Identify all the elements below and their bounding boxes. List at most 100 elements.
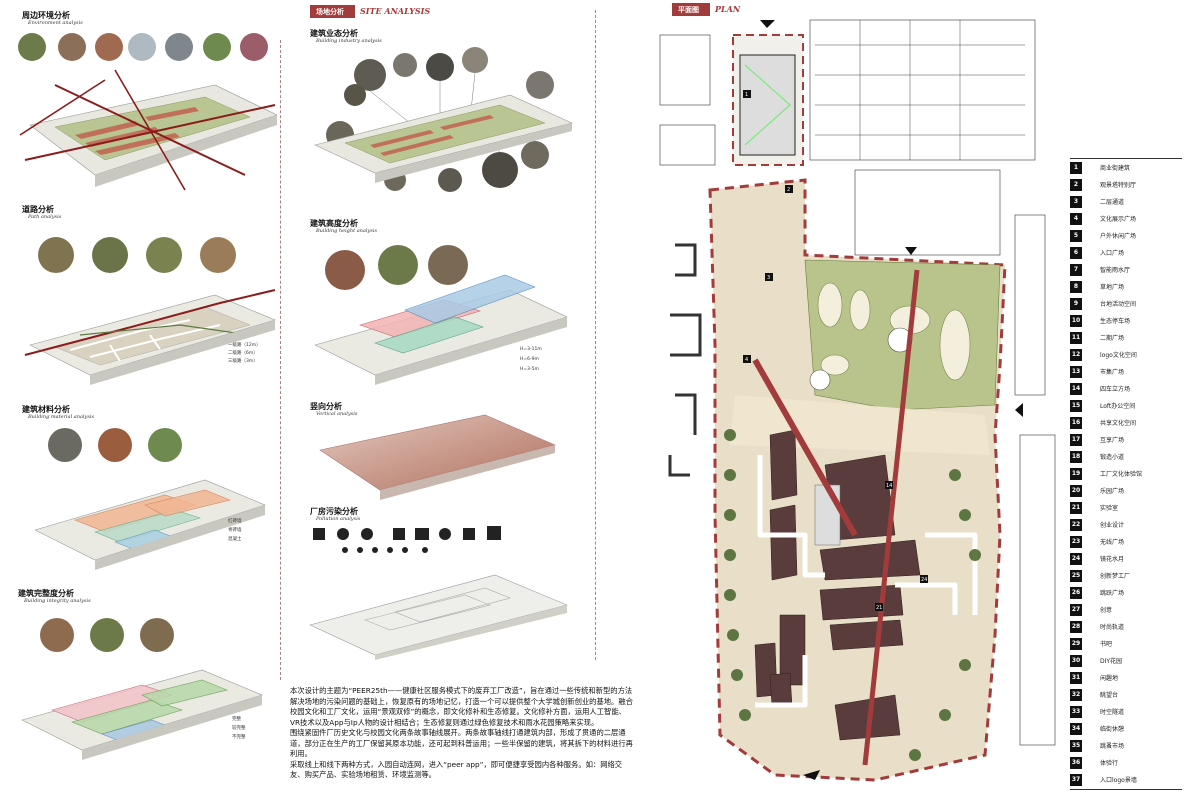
legend-label-2: 观景塔特别厅 (1100, 182, 1137, 189)
legend-label-7: 智能雨水厅 (1100, 267, 1131, 274)
path-title: 道路分析 (22, 205, 54, 214)
material-diagram (34, 479, 266, 570)
legend-row-37: 37 入口logo景墙 (1070, 772, 1182, 787)
legend-label-12: logo文化空间 (1100, 352, 1137, 359)
legend-num-29: 29 (1070, 637, 1082, 650)
legend-label-35: 跳蚤市场 (1100, 743, 1125, 750)
legend-label-4: 文化展示广场 (1100, 216, 1137, 223)
integrity-photo-2 (90, 618, 124, 652)
legend-num-14: 14 (1070, 382, 1082, 395)
legend-num-36: 36 (1070, 756, 1082, 769)
legend-row-33: 33 时空隧道 (1070, 704, 1182, 719)
legend-label-37: 入口logo景墙 (1100, 777, 1137, 784)
legend-num-6: 6 (1070, 246, 1082, 259)
industry-diagram (314, 47, 573, 192)
legend-num-8: 8 (1070, 280, 1082, 293)
legend-label-1: 商业街建筑 (1100, 165, 1131, 172)
env-photo-2 (58, 33, 86, 61)
legend-row-17: 17 互享广场 (1070, 432, 1182, 447)
integrity-diagram (21, 669, 263, 760)
legend-label-17: 互享广场 (1100, 437, 1125, 444)
svg-text:3: 3 (767, 275, 770, 281)
path-legend-2: 二级路（6m） (228, 351, 258, 356)
legend-num-5: 5 (1070, 229, 1082, 242)
legend-num-34: 34 (1070, 722, 1082, 735)
env-photo-5 (165, 33, 193, 61)
legend-num-18: 18 (1070, 450, 1082, 463)
legend-num-12: 12 (1070, 348, 1082, 361)
legend-row-3: 3 二层通道 (1070, 194, 1182, 209)
height-diagram (314, 274, 568, 385)
legend-label-29: 书吧 (1100, 641, 1113, 648)
integrity-photo-3 (140, 618, 174, 652)
env-photo-3 (95, 33, 123, 61)
env-photo-4 (128, 33, 156, 61)
legend-row-13: 13 市集广场 (1070, 364, 1182, 379)
legend-bottom-line (1070, 789, 1182, 790)
legend-row-1: 1 商业街建筑 (1070, 160, 1182, 175)
svg-text:2: 2 (787, 187, 790, 193)
legend-row-5: 5 户外休闲广场 (1070, 228, 1182, 243)
site-plan: 1 2 3 4 21 14 24 (659, 19, 1056, 782)
legend-label-26: 跳跃广场 (1100, 590, 1125, 597)
svg-text:1: 1 (745, 92, 748, 98)
legend-label-33: 时空隧道 (1100, 709, 1125, 716)
legend-num-37: 37 (1070, 773, 1082, 786)
legend-num-3: 3 (1070, 195, 1082, 208)
legend-label-24: 镜花水月 (1100, 556, 1125, 563)
svg-text:14: 14 (886, 483, 892, 489)
legend-label-5: 户外休闲广场 (1100, 233, 1137, 240)
environment-title: 周边环境分析 (22, 11, 70, 20)
legend-num-33: 33 (1070, 705, 1082, 718)
pollution-diagram (309, 526, 568, 660)
legend-label-14: 四车立方场 (1100, 386, 1131, 393)
vertical-title: 竖向分析 (310, 402, 342, 411)
env-photo-7 (240, 33, 268, 61)
plan-banner-cn: 平面图 (678, 5, 699, 14)
legend-row-29: 29 书吧 (1070, 636, 1182, 651)
plan-banner: 平面图 (672, 3, 710, 16)
industry-title: 建筑业态分析 (310, 29, 358, 38)
site-banner-cn: 场地分析 (316, 7, 344, 16)
legend-num-4: 4 (1070, 212, 1082, 225)
legend-label-32: 眺望台 (1100, 692, 1119, 699)
height-legend-3: H=3-5m (520, 367, 539, 372)
divider-1 (280, 40, 281, 680)
legend-label-13: 市集广场 (1100, 369, 1125, 376)
legend-num-7: 7 (1070, 263, 1082, 276)
integrity-legend-2: 较完整 (232, 726, 246, 731)
legend-label-20: 乐园广场 (1100, 488, 1125, 495)
description-paragraph-1: 本次设计的主题为“PEER25th——健康社区服务模式下的废弃工厂改造”，旨在通… (290, 686, 633, 727)
legend-num-1: 1 (1070, 161, 1082, 174)
env-photo-1 (18, 33, 46, 61)
legend-num-28: 28 (1070, 620, 1082, 633)
legend-num-35: 35 (1070, 739, 1082, 752)
divider-2 (595, 10, 596, 660)
legend-label-31: 闲趣地 (1100, 675, 1119, 682)
description-paragraph-3: 采取线上和线下两种方式，入园自动连网，进入“peer app”，即可便捷享受园内… (290, 759, 623, 780)
legend-row-2: 2 观景塔特别厅 (1070, 177, 1182, 192)
legend-label-3: 二层通道 (1100, 199, 1125, 206)
legend-top-line (1070, 158, 1182, 159)
legend-num-13: 13 (1070, 365, 1082, 378)
height-photo-2 (378, 245, 418, 285)
legend-label-15: Loft办公空间 (1100, 403, 1136, 410)
legend-num-2: 2 (1070, 178, 1082, 191)
legend-label-34: 临街休憩 (1100, 726, 1125, 733)
legend-num-17: 17 (1070, 433, 1082, 446)
vertical-diagram (319, 414, 556, 500)
pollution-title: 厂房污染分析 (310, 507, 358, 516)
legend-row-4: 4 文化展示广场 (1070, 211, 1182, 226)
plan-banner-en: PLAN (715, 4, 741, 14)
path-legend-3: 三级路（3m） (228, 359, 258, 364)
legend-row-14: 14 四车立方场 (1070, 381, 1182, 396)
